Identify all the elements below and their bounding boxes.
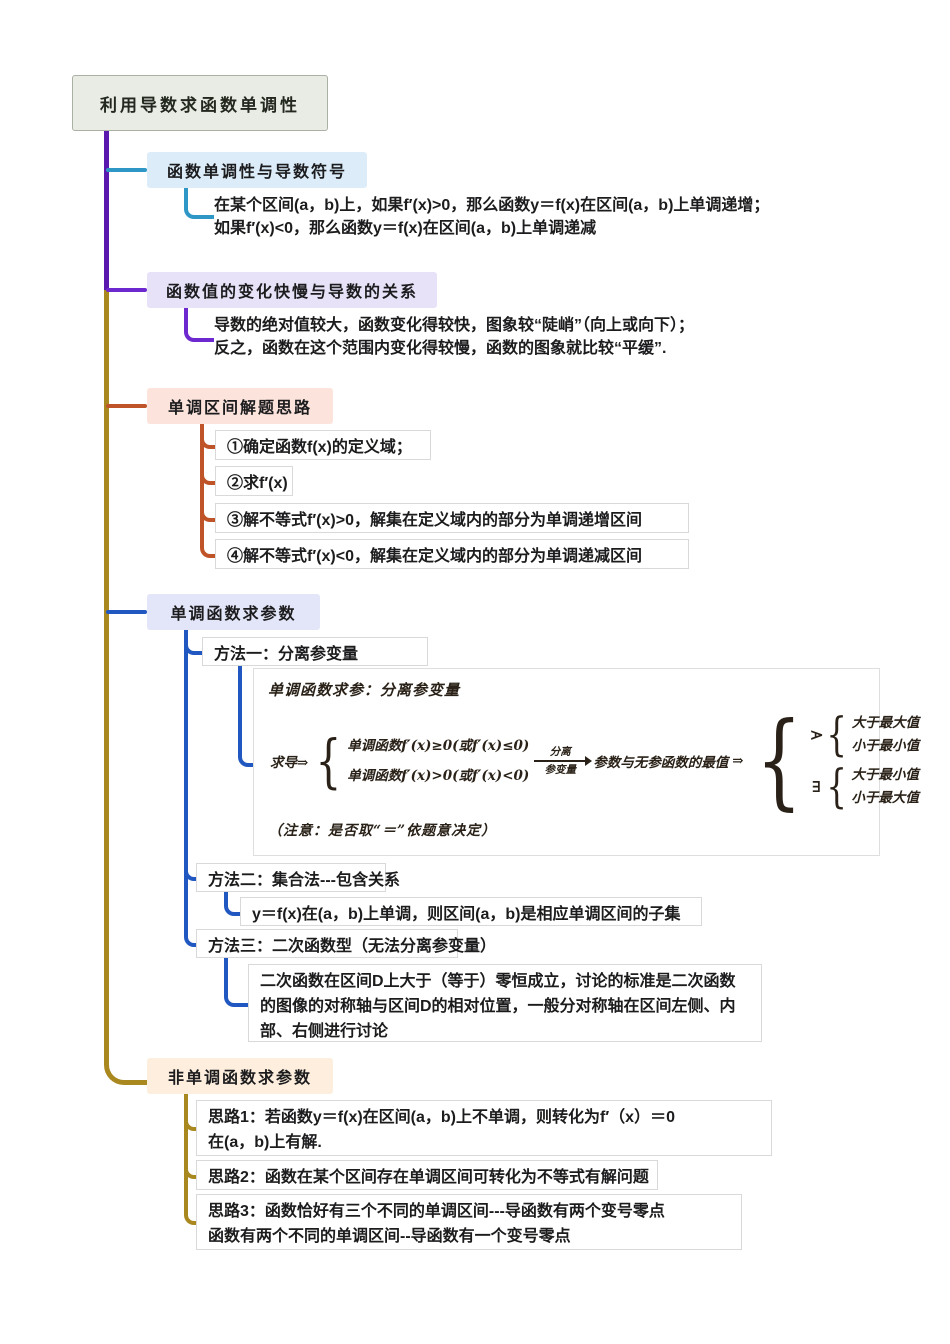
quantifier-stack: ∀ { 大于最大值 小于最小值 ∃ { 大于最小值 小于最大值 bbox=[808, 707, 920, 814]
idea3-line1: 思路3：函数恰好有三个不同的单调区间---导函数有两个变号零点 bbox=[208, 1203, 665, 1220]
idea1-box[interactable]: 思路1：若函数y＝f(x)在区间(a，b)上不单调，则转化为f′（x）＝0 在(… bbox=[196, 1100, 772, 1156]
exists-case2: 小于最大值 bbox=[851, 790, 919, 806]
branch1-note: 在某个区间(a，b)上，如果f′(x)>0，那么函数y＝f(x)在区间(a，b)… bbox=[214, 194, 769, 240]
idea1-connector bbox=[184, 1094, 200, 1131]
branch1-note-connector bbox=[184, 188, 214, 219]
branch3-topic[interactable]: 单调区间解题思路 bbox=[147, 388, 333, 424]
step1-box[interactable]: ①确定函数f(x)的定义域； bbox=[215, 430, 431, 460]
derivative-cases: 单调函数f′(x)≥0(或f′(x)≤0) 单调函数f′(x)>0(或f′(x)… bbox=[347, 731, 529, 791]
branch2-connector bbox=[106, 288, 147, 292]
forall-case1: 大于最大值 bbox=[851, 715, 920, 731]
case-2: 单调函数f′(x)>0(或f′(x)<0) bbox=[347, 768, 530, 784]
figure-connector bbox=[238, 666, 257, 767]
branch2-topic[interactable]: 函数值的变化快慢与导数的关系 bbox=[147, 272, 437, 308]
step1-connector bbox=[200, 424, 219, 449]
exists-case1: 大于最小值 bbox=[851, 767, 919, 783]
exists-cases: 大于最小值 小于最大值 bbox=[851, 764, 919, 810]
arrow-label-bottom: 参变量 bbox=[544, 764, 577, 776]
branch1-connector bbox=[106, 168, 147, 172]
outer-brace-icon: { bbox=[755, 699, 802, 822]
method1-connector bbox=[184, 630, 206, 655]
branch3-connector bbox=[106, 404, 147, 408]
step3-box[interactable]: ③解不等式f′(x)>0，解集在定义域内的部分为单调递增区间 bbox=[215, 503, 689, 533]
step2-connector bbox=[200, 424, 219, 485]
arrow-label-top: 分离 bbox=[549, 746, 571, 758]
branch2-note-line2: 反之，函数在这个范围内变化得较慢，函数的图象就比较“平缓”. bbox=[214, 340, 667, 357]
arrow-line-icon bbox=[534, 756, 593, 766]
branch4-topic[interactable]: 单调函数求参数 bbox=[147, 594, 320, 630]
left-brace-icon: { bbox=[315, 726, 342, 795]
separate-parameter-arrow-icon: 分离 参变量 bbox=[534, 746, 593, 776]
idea1-line2: 在(a，b)上有解. bbox=[208, 1134, 322, 1151]
method2-box[interactable]: 方法二：集合法---包含关系 bbox=[196, 863, 400, 892]
figure-formula: 求导⇒ { 单调函数f′(x)≥0(或f′(x)≤0) 单调函数f′(x)>0(… bbox=[268, 699, 919, 822]
method3-note-box[interactable]: 二次函数在区间D上大于（等于）零恒成立，讨论的标准是二次函数的图像的对称轴与区间… bbox=[248, 964, 762, 1042]
branch1-note-line2: 如果f′(x)<0，那么函数y＝f(x)在区间(a，b)上单调递减 bbox=[214, 220, 597, 237]
branch2-note: 导数的绝对值较大，函数变化得较快，图象较“陡峭”（向上或向下）； 反之，函数在这… bbox=[214, 314, 694, 360]
method1-figure: 单调函数求参：分离参变量 求导⇒ { 单调函数f′(x)≥0(或f′(x)≤0)… bbox=[253, 668, 919, 856]
forall-group: ∀ { 大于最大值 小于最小值 bbox=[808, 707, 920, 762]
method3-box[interactable]: 方法三：二次函数型（无法分离参变量） bbox=[196, 929, 496, 958]
forall-brace-icon: { bbox=[826, 707, 848, 762]
idea3-line2: 函数有两个不同的单调区间--导函数有一个变号零点 bbox=[208, 1228, 571, 1245]
branch1-topic[interactable]: 函数单调性与导数符号 bbox=[147, 152, 367, 188]
step4-box[interactable]: ④解不等式f′(x)<0，解集在定义域内的部分为单调递减区间 bbox=[215, 539, 689, 569]
root-topic[interactable]: 利用导数求函数单调性 bbox=[72, 75, 328, 131]
branch4-connector bbox=[106, 610, 147, 614]
branch2-note-connector bbox=[184, 308, 214, 342]
method1-box[interactable]: 方法一：分离参变量 bbox=[202, 637, 428, 666]
implies-icon: ⇒ bbox=[732, 753, 744, 769]
exists-brace-icon: { bbox=[826, 759, 847, 814]
idea3-box[interactable]: 思路3：函数恰好有三个不同的单调区间---导函数有两个变号零点 函数有两个不同的… bbox=[196, 1194, 742, 1250]
method3-note-connector bbox=[224, 958, 252, 1007]
branch1-note-line1: 在某个区间(a，b)上，如果f′(x)>0，那么函数y＝f(x)在区间(a，b)… bbox=[214, 197, 770, 214]
trunk-line-gold bbox=[104, 290, 153, 1085]
method2-note-box[interactable]: y＝f(x)在(a，b)上单调，则区间(a，b)是相应单调区间的子集 bbox=[240, 897, 702, 926]
case-1: 单调函数f′(x)≥0(或f′(x)≤0) bbox=[347, 738, 530, 754]
exists-icon: ∃ bbox=[811, 778, 822, 796]
step2-box[interactable]: ②求f′(x) bbox=[215, 466, 293, 496]
figure-caption: 单调函数求参：分离参变量 bbox=[268, 681, 461, 699]
figure-note: （注意：是否取“＝”依题意决定） bbox=[268, 823, 497, 839]
trunk-line-purple bbox=[104, 128, 109, 292]
method2-connector bbox=[184, 630, 200, 881]
idea1-line1: 思路1：若函数y＝f(x)在区间(a，b)上不单调，则转化为f′（x）＝0 bbox=[208, 1109, 675, 1126]
forall-case2: 小于最小值 bbox=[851, 738, 920, 754]
idea2-connector bbox=[184, 1094, 200, 1179]
formula-lead: 求导⇒ bbox=[270, 755, 309, 771]
method2-note-connector bbox=[224, 892, 244, 916]
forall-icon: ∀ bbox=[807, 730, 826, 740]
forall-cases: 大于最大值 小于最小值 bbox=[852, 712, 920, 758]
branch2-note-line1: 导数的绝对值较大，函数变化得较快，图象较“陡峭”（向上或向下）； bbox=[214, 317, 695, 334]
idea2-box[interactable]: 思路2：函数在某个区间存在单调区间可转化为不等式有解问题 bbox=[196, 1160, 658, 1190]
formula-mid: 参数与无参函数的最值 bbox=[593, 755, 729, 771]
exists-group: ∃ { 大于最小值 小于最大值 bbox=[811, 759, 919, 814]
branch5-topic[interactable]: 非单调函数求参数 bbox=[147, 1058, 333, 1094]
